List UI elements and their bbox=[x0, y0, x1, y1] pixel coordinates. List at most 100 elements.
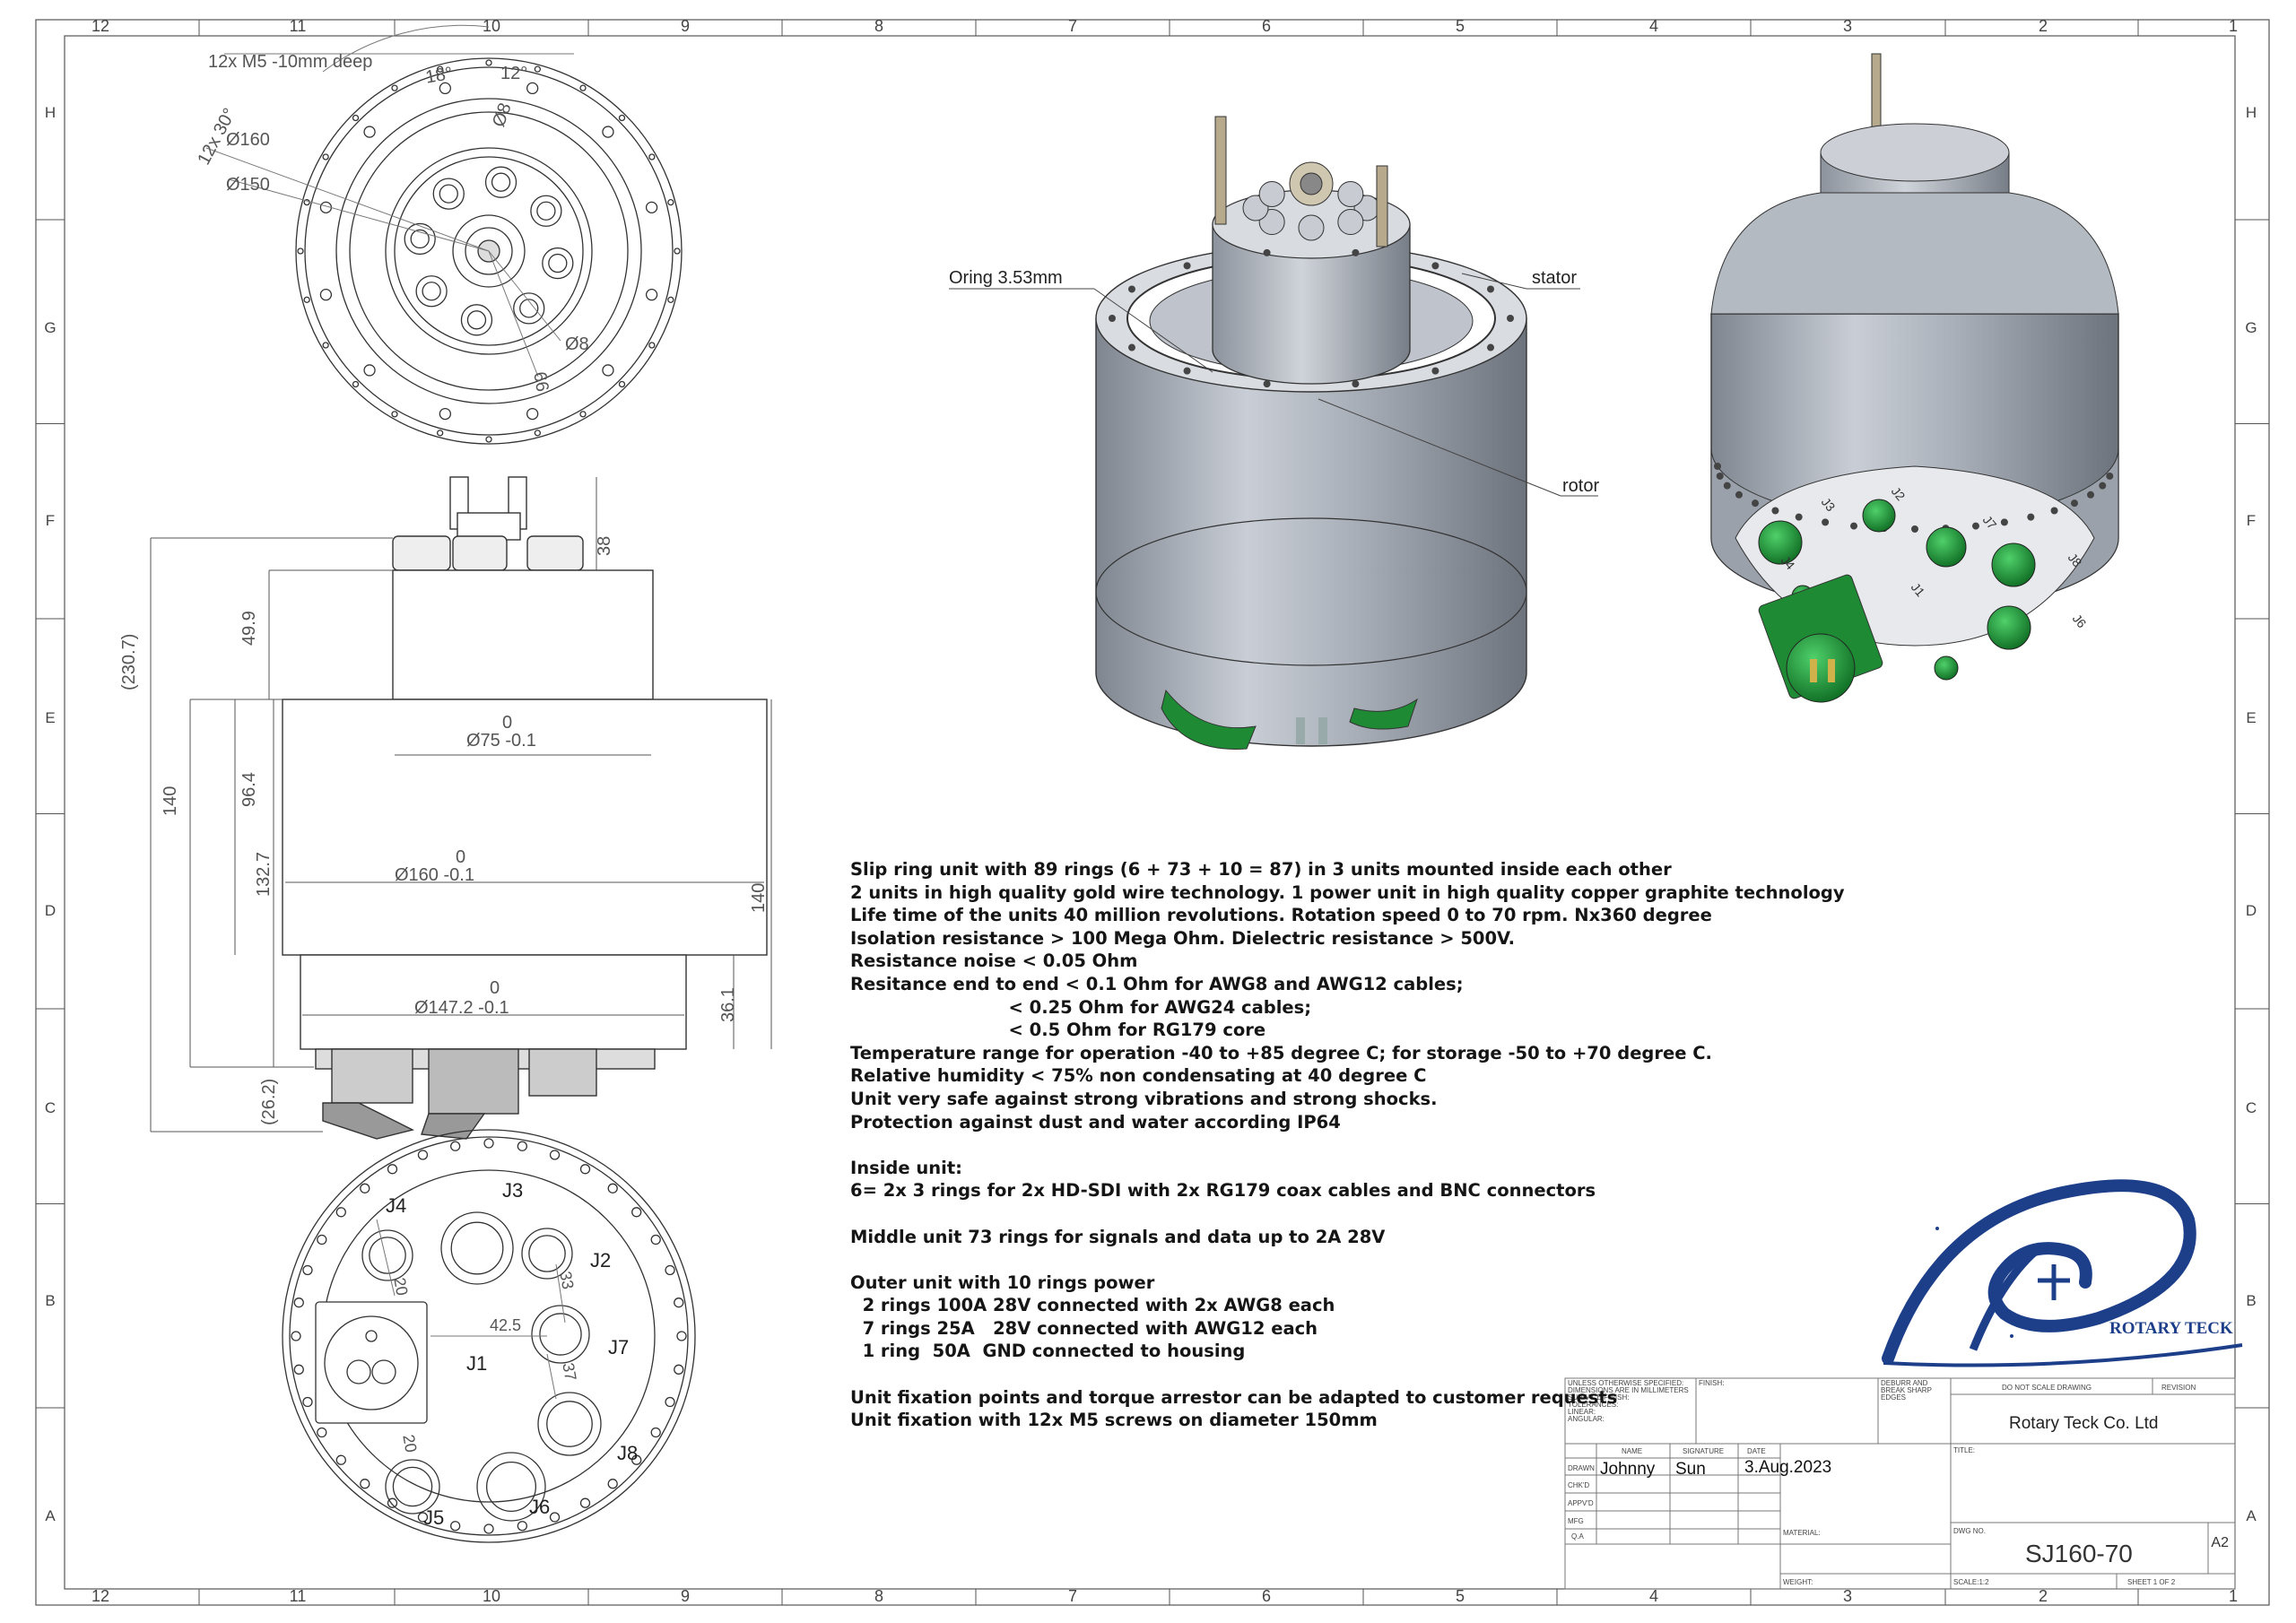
bottom-connector-inner bbox=[392, 1466, 433, 1507]
mounting-hole bbox=[439, 407, 451, 421]
zone-column-label: 4 bbox=[1649, 1587, 1658, 1605]
side-view-dimensions bbox=[150, 477, 772, 1133]
drawn-date: 3.Aug.2023 bbox=[1744, 1458, 1831, 1477]
bottom-connector bbox=[440, 1211, 514, 1285]
rear-flange-hole bbox=[1714, 463, 1721, 470]
zone-row-label: C bbox=[2246, 1099, 2257, 1116]
bottom-connector-inner bbox=[546, 1401, 593, 1447]
iso-flange-hole bbox=[1352, 248, 1360, 256]
bottom-flange-hole bbox=[631, 1454, 642, 1465]
callout-dia160: Ø160 bbox=[226, 130, 270, 150]
iso-cable-gland bbox=[1258, 180, 1285, 207]
zone-column-label: 10 bbox=[483, 17, 500, 35]
bottom-flange-hole bbox=[317, 1234, 327, 1245]
flange-bolt-hole bbox=[618, 114, 626, 122]
dim-49-9: 49.9 bbox=[239, 611, 259, 646]
note-line: 1 ring 50A GND connected to housing bbox=[850, 1341, 1246, 1362]
revision-label: REVISION bbox=[2161, 1384, 2196, 1392]
rear-iso-view bbox=[1710, 53, 2119, 703]
zone-column-label: 3 bbox=[1843, 17, 1852, 35]
note-line: Resistance noise < 0.05 Ohm bbox=[850, 950, 1138, 972]
rear-flange-hole bbox=[1771, 507, 1779, 515]
mounting-hole bbox=[526, 82, 539, 95]
tol-line-1: DIMENSIONS ARE IN MILLIMETERS bbox=[1568, 1386, 1689, 1394]
rear-connector bbox=[1991, 542, 2036, 587]
zone-row-label: G bbox=[2245, 319, 2257, 336]
bottom-flange-hole bbox=[665, 1396, 675, 1408]
note-line: Outer unit with 10 rings power bbox=[850, 1271, 1155, 1293]
dim-20-bottom: 20 bbox=[399, 1433, 420, 1454]
mounting-hole bbox=[319, 289, 333, 301]
col-signature: SIGNATURE bbox=[1683, 1447, 1724, 1455]
flange-bolt-hole bbox=[322, 342, 329, 349]
flange-bolt-hole bbox=[322, 153, 329, 161]
bottom-connector bbox=[385, 1459, 440, 1515]
iso-cable-gland bbox=[1337, 180, 1364, 207]
iso-view bbox=[1095, 116, 1527, 750]
note-line: 2 units in high quality gold wire techno… bbox=[850, 881, 1845, 903]
tol-line-0: UNLESS OTHERWISE SPECIFIED: bbox=[1568, 1379, 1683, 1387]
bottom-connector bbox=[521, 1228, 573, 1280]
rear-connector bbox=[1987, 605, 2031, 650]
iso-flange-hole bbox=[1487, 285, 1495, 293]
flange-bolt-hole bbox=[352, 380, 360, 388]
note-line: Middle unit 73 rings for signals and dat… bbox=[850, 1226, 1386, 1247]
rear-connector-label: J6 bbox=[2070, 612, 2090, 631]
label-oring: Oring 3.53mm bbox=[949, 268, 1063, 288]
label-rotor: rotor bbox=[1562, 476, 1599, 496]
rear-flange-hole bbox=[2087, 490, 2095, 499]
bottom-connector-inner bbox=[369, 1237, 406, 1274]
col-name: NAME bbox=[1622, 1447, 1642, 1455]
top-connector bbox=[460, 304, 493, 336]
note-line: Protection against dust and water accord… bbox=[850, 1111, 1341, 1133]
zone-row-label: F bbox=[46, 512, 55, 529]
deburr-0: DEBURR AND bbox=[1881, 1379, 1928, 1387]
top-connector-inner bbox=[548, 253, 568, 273]
dim-zero-147: 0 bbox=[490, 978, 500, 998]
rear-flange-hole bbox=[2000, 518, 2008, 526]
mounting-hole bbox=[645, 289, 658, 301]
dim-37: 37 bbox=[559, 1361, 579, 1382]
mounting-hole bbox=[439, 82, 451, 95]
iso-flange-hole bbox=[1487, 343, 1495, 352]
zone-row-label: B bbox=[2246, 1292, 2256, 1309]
dim-zero-75: 0 bbox=[502, 713, 512, 733]
note-line: 7 rings 25A 28V connected with AWG12 eac… bbox=[850, 1317, 1318, 1339]
iso-cable-gland bbox=[1298, 214, 1325, 241]
rear-connector bbox=[1934, 655, 1959, 681]
label-j2: J2 bbox=[590, 1249, 611, 1271]
iso-flange-hole bbox=[1352, 380, 1360, 388]
mounting-hole bbox=[363, 126, 376, 138]
bottom-flange-hole bbox=[517, 1521, 527, 1532]
mounting-hole bbox=[363, 364, 376, 377]
bottom-flange-hole bbox=[674, 1298, 684, 1308]
top-connector-inner bbox=[536, 201, 556, 221]
flange-bolt-hole bbox=[648, 153, 656, 161]
bottom-flange-hole bbox=[483, 1523, 494, 1534]
zone-row-label: B bbox=[45, 1292, 55, 1309]
zone-column-label: 1 bbox=[2229, 1587, 2238, 1605]
zone-row-label: A bbox=[2246, 1507, 2257, 1524]
callout-dia8-bottom: Ø8 bbox=[565, 334, 589, 354]
rear-flange-hole bbox=[1795, 513, 1803, 521]
top-connector bbox=[415, 275, 448, 308]
rear-flange-hole bbox=[1735, 490, 1743, 499]
top-connector-inner bbox=[466, 310, 487, 330]
flange-bolt-hole bbox=[618, 380, 626, 388]
bottom-flange-hole bbox=[387, 1164, 398, 1175]
row-chkd: CHK'D bbox=[1568, 1481, 1589, 1489]
iso-flange-hole bbox=[1507, 315, 1514, 322]
label-j7: J7 bbox=[608, 1336, 629, 1358]
bottom-flange-hole bbox=[665, 1264, 675, 1276]
bottom-flange-hole bbox=[450, 1521, 461, 1532]
note-line: 2 rings 100A 28V connected with 2x AWG8 … bbox=[850, 1295, 1335, 1316]
flange-bolt-hole bbox=[391, 411, 398, 418]
zone-column-label: 2 bbox=[2039, 1587, 2048, 1605]
bottom-flange-hole bbox=[417, 1512, 429, 1523]
dim-42-5: 42.5 bbox=[490, 1316, 521, 1334]
zone-row-label: D bbox=[45, 902, 56, 919]
dim-96-4: 96.4 bbox=[239, 772, 259, 807]
note-line: Inside unit: bbox=[850, 1157, 962, 1178]
